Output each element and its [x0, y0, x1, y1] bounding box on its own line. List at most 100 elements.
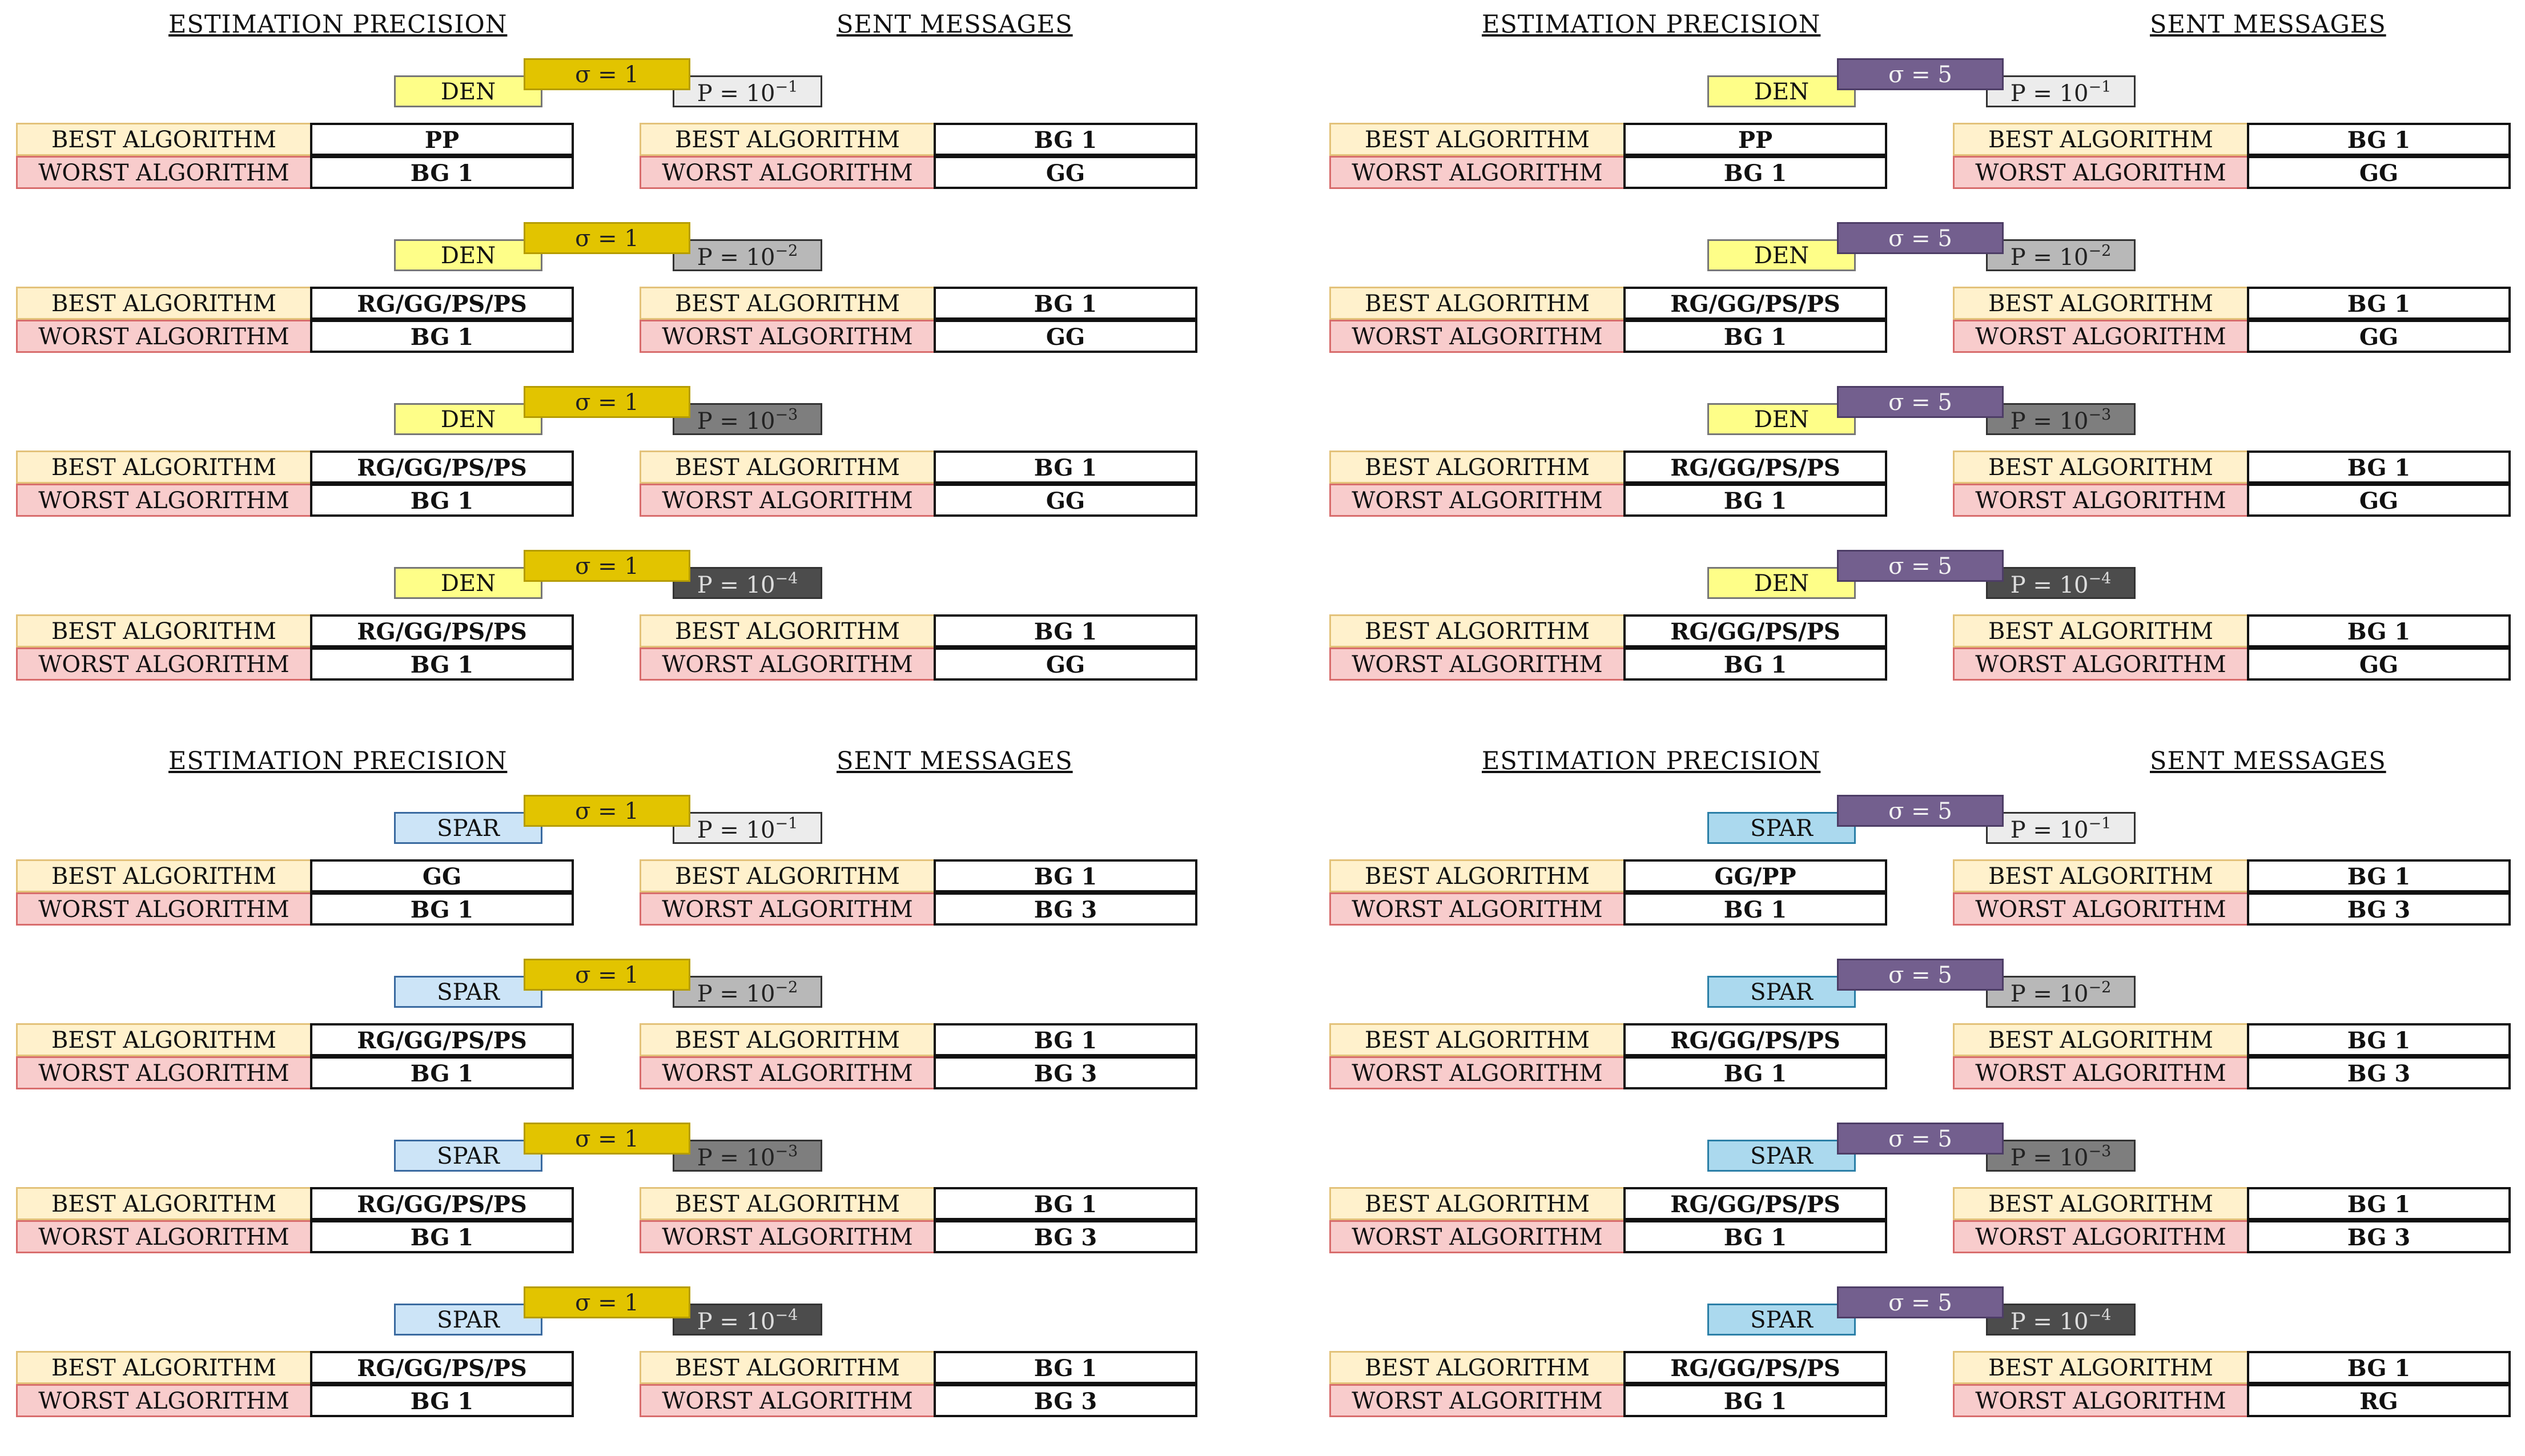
messages-worst-label: WORST ALGORITHM: [640, 320, 935, 353]
sigma-prefix: σ =: [1888, 1290, 1938, 1316]
messages-best-label: BEST ALGORITHM: [640, 859, 935, 892]
estimation-best-value: RG/GG/PS/PS: [310, 1187, 574, 1220]
probability-exponent: −2: [775, 242, 798, 260]
dataset-tag: DEN: [394, 239, 542, 271]
messages-best-label: BEST ALGORITHM: [1953, 287, 2249, 320]
probability-tag: P = 10−3: [673, 1140, 822, 1172]
estimation-worst-label: WORST ALGORITHM: [16, 1056, 312, 1089]
messages-best-label: BEST ALGORITHM: [1953, 614, 2249, 647]
dataset-tag: DEN: [394, 403, 542, 435]
messages-worst-value: RG: [2247, 1384, 2511, 1417]
sigma-value: 1: [624, 1126, 639, 1152]
sigma-tag: σ = 1: [524, 550, 690, 582]
messages-worst-value: GG: [934, 484, 1197, 517]
sigma-prefix: σ =: [1888, 962, 1938, 988]
estimation-best-label: BEST ALGORITHM: [1329, 123, 1625, 156]
estimation-worst-label: WORST ALGORITHM: [16, 1220, 312, 1253]
sigma-value: 1: [624, 1290, 639, 1316]
estimation-worst-label: WORST ALGORITHM: [16, 1384, 312, 1417]
messages-worst-label: WORST ALGORITHM: [640, 1056, 935, 1089]
estimation-worst-label: WORST ALGORITHM: [1329, 156, 1625, 189]
messages-best-value: BG 1: [2247, 287, 2511, 320]
messages-best-label: BEST ALGORITHM: [1953, 1187, 2249, 1220]
estimation-worst-value: BG 1: [310, 1220, 574, 1253]
probability-tag: P = 10−4: [673, 567, 822, 599]
messages-best-value: BG 1: [2247, 1023, 2511, 1056]
messages-best-label: BEST ALGORITHM: [1953, 451, 2249, 484]
probability-exponent: −3: [2088, 406, 2112, 424]
estimation-worst-value: BG 1: [1623, 892, 1887, 926]
messages-worst-value: GG: [2247, 156, 2511, 189]
sigma-prefix: σ =: [575, 553, 625, 580]
probability-exponent: −4: [775, 570, 798, 588]
dataset-tag: DEN: [1707, 567, 1856, 599]
estimation-worst-value: BG 1: [1623, 1220, 1887, 1253]
estimation-worst-value: BG 1: [1623, 484, 1887, 517]
sigma-prefix: σ =: [575, 226, 625, 252]
sigma-prefix: σ =: [575, 798, 625, 824]
dataset-tag: SPAR: [1707, 1140, 1856, 1172]
estimation-best-value: RG/GG/PS/PS: [310, 1023, 574, 1056]
probability-prefix: P = 10: [2010, 1145, 2089, 1171]
messages-worst-label: WORST ALGORITHM: [640, 647, 935, 681]
estimation-best-label: BEST ALGORITHM: [1329, 451, 1625, 484]
probability-tag: P = 10−1: [1986, 75, 2136, 107]
estimation-worst-value: BG 1: [310, 647, 574, 681]
estimation-worst-label: WORST ALGORITHM: [1329, 320, 1625, 353]
sigma-value: 1: [624, 962, 639, 988]
sigma-prefix: σ =: [1888, 226, 1938, 252]
sigma-value: 1: [624, 389, 639, 416]
messages-worst-value: BG 3: [934, 1056, 1197, 1089]
probability-tag: P = 10−3: [1986, 403, 2136, 435]
estimation-best-value: PP: [310, 123, 574, 156]
probability-prefix: P = 10: [697, 408, 775, 435]
sigma-value: 5: [1937, 962, 1952, 988]
messages-worst-value: BG 3: [2247, 1220, 2511, 1253]
messages-best-label: BEST ALGORITHM: [640, 1023, 935, 1056]
estimation-worst-label: WORST ALGORITHM: [1329, 1384, 1625, 1417]
heading-sent-messages: SENT MESSAGES: [2150, 747, 2386, 775]
dataset-tag: DEN: [1707, 75, 1856, 107]
estimation-best-label: BEST ALGORITHM: [1329, 614, 1625, 647]
probability-tag: P = 10−4: [1986, 567, 2136, 599]
messages-best-value: BG 1: [2247, 451, 2511, 484]
messages-worst-label: WORST ALGORITHM: [1953, 892, 2249, 926]
estimation-best-value: PP: [1623, 123, 1887, 156]
messages-worst-label: WORST ALGORITHM: [1953, 484, 2249, 517]
messages-worst-value: BG 3: [934, 892, 1197, 926]
estimation-worst-label: WORST ALGORITHM: [1329, 1220, 1625, 1253]
sigma-tag: σ = 1: [524, 795, 690, 827]
estimation-worst-value: BG 1: [1623, 156, 1887, 189]
messages-worst-label: WORST ALGORITHM: [1953, 320, 2249, 353]
sigma-tag: σ = 1: [524, 1286, 690, 1318]
sigma-value: 5: [1937, 226, 1952, 252]
heading-estimation-precision: ESTIMATION PRECISION: [168, 747, 508, 775]
heading-estimation-precision: ESTIMATION PRECISION: [1482, 747, 1821, 775]
probability-prefix: P = 10: [697, 1309, 775, 1335]
dataset-tag: SPAR: [394, 1140, 542, 1172]
messages-best-value: BG 1: [934, 1351, 1197, 1384]
probability-prefix: P = 10: [697, 817, 775, 843]
dataset-tag: SPAR: [394, 1304, 542, 1336]
probability-exponent: −3: [775, 406, 798, 424]
dataset-tag: SPAR: [394, 976, 542, 1008]
estimation-worst-label: WORST ALGORITHM: [1329, 1056, 1625, 1089]
sigma-value: 1: [624, 553, 639, 580]
estimation-best-value: RG/GG/PS/PS: [310, 451, 574, 484]
messages-worst-label: WORST ALGORITHM: [640, 156, 935, 189]
sigma-prefix: σ =: [1888, 553, 1938, 580]
messages-best-value: BG 1: [934, 451, 1197, 484]
messages-best-label: BEST ALGORITHM: [1953, 1023, 2249, 1056]
estimation-worst-label: WORST ALGORITHM: [16, 320, 312, 353]
messages-worst-label: WORST ALGORITHM: [1953, 1220, 2249, 1253]
messages-worst-value: GG: [2247, 647, 2511, 681]
heading-estimation-precision: ESTIMATION PRECISION: [168, 10, 508, 39]
sigma-value: 1: [624, 62, 639, 88]
sigma-tag: σ = 1: [524, 959, 690, 991]
